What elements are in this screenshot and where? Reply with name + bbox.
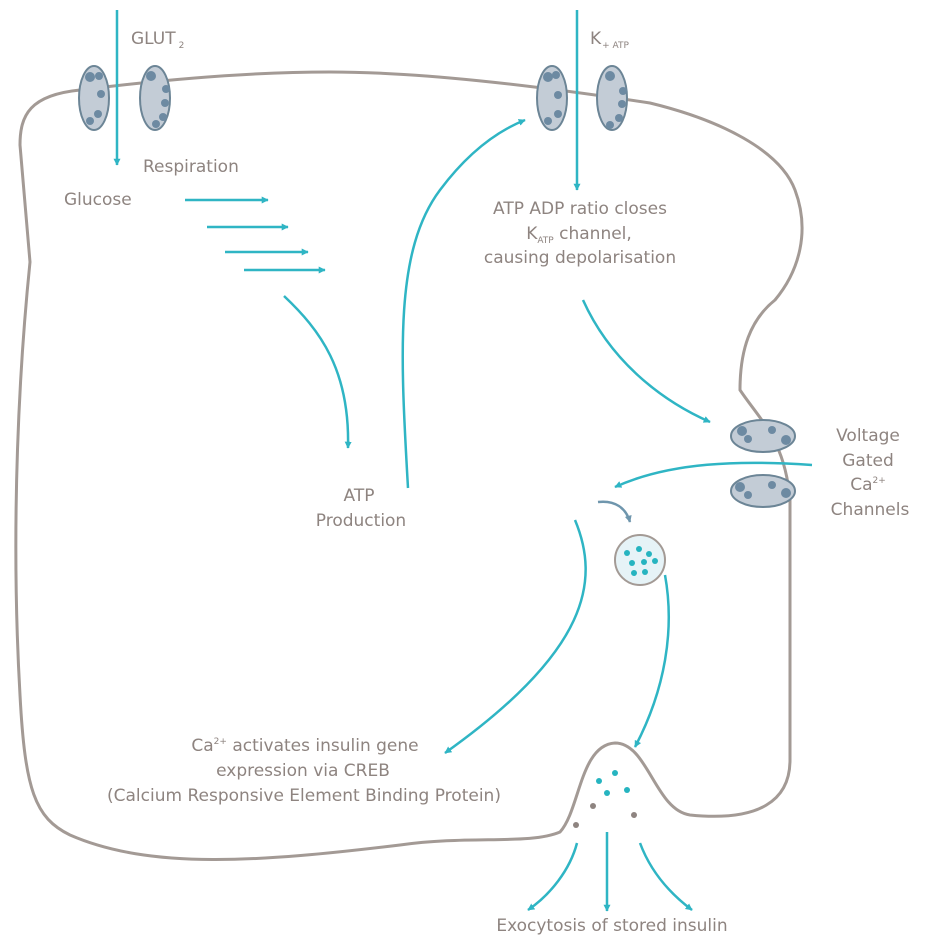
vesicle-entry-arrow	[597, 500, 632, 523]
voltage-gated-ca-channel-icon	[730, 419, 796, 508]
katp-label: K+ ATP	[590, 29, 630, 51]
voltage-gated-line-3: Ca2+	[850, 475, 886, 495]
respiration-label: Respiration	[143, 157, 239, 177]
atp-to-katp-arrow	[401, 118, 526, 489]
atp-ratio-line-2: KATP channel,	[526, 224, 632, 246]
glut2-channel-icon	[78, 65, 171, 131]
atp-production-line-1: ATP	[344, 486, 375, 506]
depolarisation-arrow	[581, 299, 711, 424]
glucose-label: Glucose	[64, 190, 132, 210]
katp-channel-icon	[536, 65, 628, 131]
insulin-vesicle-icon	[614, 534, 666, 586]
atp-ratio-line-1: ATP ADP ratio closes	[493, 199, 667, 219]
creb-line-1: Ca2+ activates insulin gene	[191, 736, 418, 756]
voltage-gated-line-4: Channels	[831, 500, 910, 520]
vesicle-to-membrane-arrow	[633, 574, 670, 748]
ca-influx-arrow	[614, 461, 813, 489]
voltage-gated-line-1: Voltage	[836, 426, 900, 446]
ca-to-creb-arrow	[444, 519, 587, 755]
exocytosis-label: Exocytosis of stored insulin	[496, 916, 727, 936]
creb-line-3: (Calcium Responsive Element Binding Prot…	[107, 786, 501, 806]
creb-line-2: expression via CREB	[216, 761, 390, 781]
respiration-to-atp-arrow	[283, 295, 352, 449]
atp-ratio-line-3: causing depolarisation	[484, 248, 676, 268]
insulin-granules	[573, 770, 637, 828]
atp-production-line-2: Production	[316, 511, 406, 531]
voltage-gated-line-2: Gated	[842, 451, 894, 471]
exocytosis-arrow-left	[527, 842, 579, 912]
cell-membrane-outline	[14, 70, 804, 861]
exocytosis-arrow-right	[638, 842, 693, 911]
